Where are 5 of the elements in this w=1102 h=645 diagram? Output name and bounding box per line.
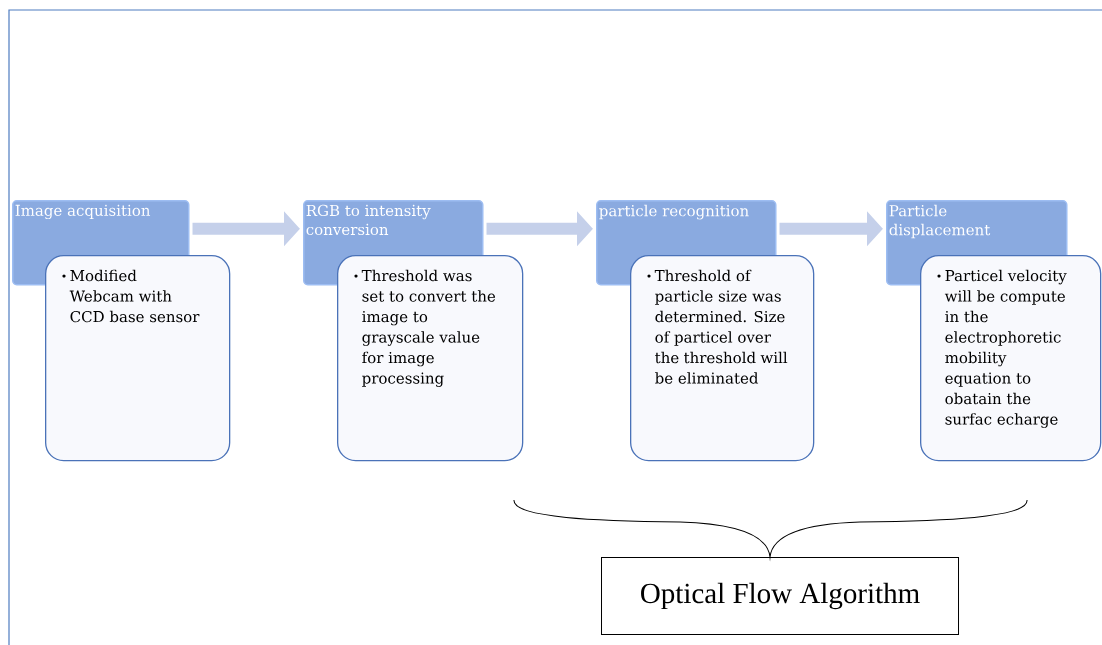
detail-box: Particel velocity will be compute in the electrophoretic mobility equation to obatain the surfac echarge xyxy=(920,255,1102,462)
detail-box: Modified Webcam with CCD base sensor xyxy=(45,255,231,462)
label-box: Optical Flow Algorithm xyxy=(601,557,959,635)
detail-box: Threshold was set to convert the image to grayscale value for image processing xyxy=(337,255,524,462)
detail-box: Threshold of particle size was determined. Size of particel over the threshold will be eliminated xyxy=(630,255,815,462)
